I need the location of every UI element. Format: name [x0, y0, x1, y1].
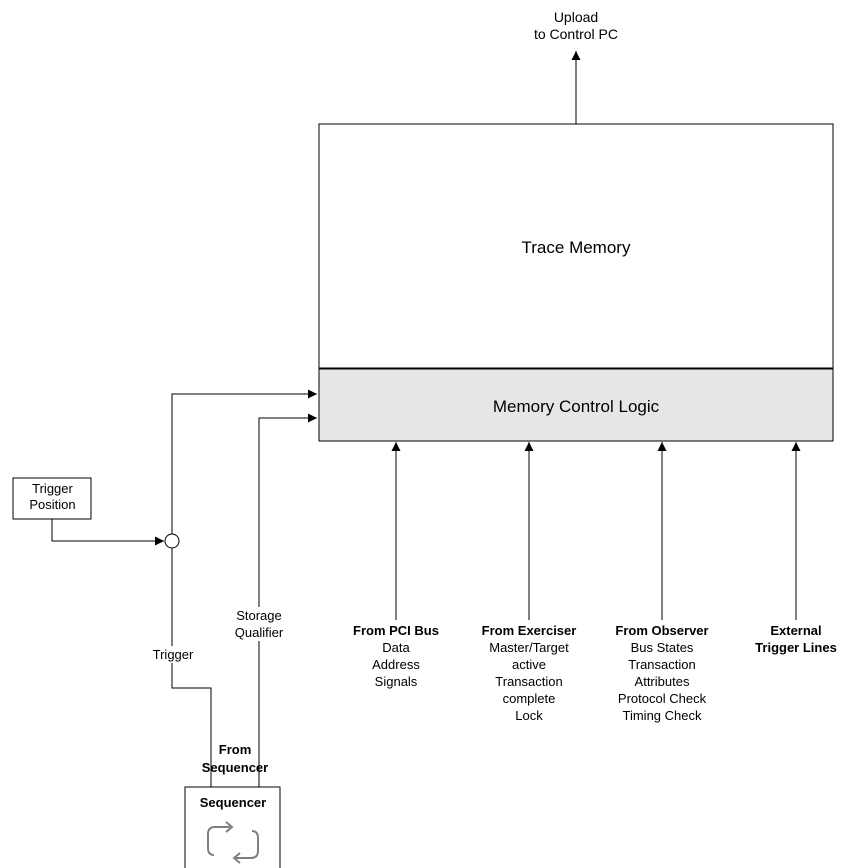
pci-bus-line: Address [372, 657, 420, 672]
storage-qualifier-arrow [258, 413, 317, 795]
observer-input-label: From Observer Bus States Transaction Att… [597, 622, 727, 724]
memory-control-logic-label: Memory Control Logic [492, 397, 660, 416]
memory-control-logic-box [318, 368, 834, 442]
observer-line: Transaction [628, 657, 696, 672]
trigger-to-mcl-arrow [171, 389, 317, 534]
trigger-position-arrow [51, 519, 164, 546]
trigger-line [171, 548, 212, 795]
trigger-position-label: Trigger Position [29, 481, 76, 512]
pci-bus-input-label: From PCI Bus Data Address Signals [336, 622, 456, 690]
trace-memory-box [318, 123, 834, 369]
sequencer-box-label: Sequencer [199, 795, 267, 810]
exerciser-line: complete [502, 691, 556, 706]
observer-line: Timing Check [622, 708, 702, 723]
trigger-label: Trigger [146, 646, 200, 663]
exerciser-line: Master/Target [489, 640, 569, 655]
observer-line: Bus States [630, 640, 694, 655]
exerciser-title: From Exerciser [481, 623, 577, 638]
cycle-arrows-icon [207, 821, 259, 864]
pci-bus-line: Signals [374, 674, 418, 689]
exerciser-input-label: From Exerciser Master/Target active Tran… [464, 622, 594, 724]
pci-bus-title: From PCI Bus [353, 623, 439, 638]
observer-line: Protocol Check [617, 691, 707, 706]
exerciser-line: Lock [515, 708, 543, 723]
trace-memory-label: Trace Memory [521, 238, 631, 257]
exerciser-line: Transaction [495, 674, 563, 689]
from-sequencer-label: From Sequencer [201, 742, 269, 775]
observer-line: Attributes [634, 674, 690, 689]
external-trigger-input-label: External Trigger Lines [755, 623, 837, 655]
storage-qualifier-label: Storage Qualifier [228, 607, 290, 641]
upload-label: Upload to Control PC [533, 9, 619, 42]
observer-title: From Observer [615, 623, 709, 638]
trigger-position-box [12, 477, 92, 520]
exerciser-line: active [512, 657, 546, 672]
pci-bus-line: Data [382, 640, 410, 655]
trigger-junction [164, 533, 180, 549]
